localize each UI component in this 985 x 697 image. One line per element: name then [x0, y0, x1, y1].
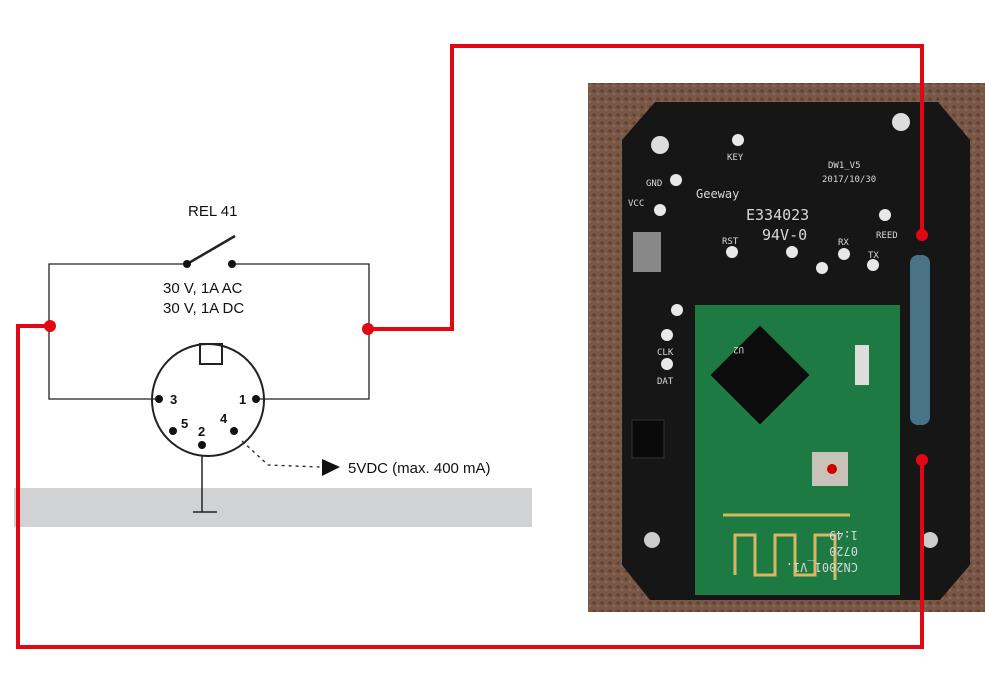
junction-left — [44, 320, 56, 332]
relay-label: REL 41 — [188, 203, 237, 220]
pin-5 — [169, 427, 177, 435]
wire-left — [16, 324, 924, 649]
pcb-photo: KEY GND VCC Geeway DW1_V5 2017/10/30 E33… — [588, 83, 985, 612]
pin-label-2: 2 — [198, 424, 205, 439]
switch-contact — [183, 260, 191, 268]
silk-clk: CLK — [657, 348, 674, 358]
silk-gnd: GND — [646, 179, 662, 189]
reed-contact-top — [916, 229, 928, 241]
silk-rating: 94V-0 — [762, 226, 807, 244]
silk-dat: DAT — [657, 377, 674, 387]
supply-label: 5VDC (max. 400 mA) — [348, 460, 491, 477]
pin-4 — [230, 427, 238, 435]
red-wires — [16, 44, 924, 649]
pin-label-3: 3 — [170, 392, 177, 407]
silk-u2: U2 — [733, 344, 744, 354]
ground-lead — [193, 455, 217, 513]
silk-module: CN2001_V1. — [786, 560, 858, 574]
silk-code1: 0720 — [829, 544, 858, 558]
pin-2 — [198, 441, 206, 449]
silk-tx: TX — [868, 251, 879, 261]
junction-right — [362, 323, 374, 335]
pin-1 — [252, 395, 260, 403]
din-connector — [151, 343, 265, 457]
pin-label-5: 5 — [181, 416, 188, 431]
silk-date: 2017/10/30 — [822, 175, 876, 185]
reed-contact-bottom — [916, 454, 928, 466]
silk-cert: E334023 — [746, 206, 809, 224]
switch-lever — [186, 234, 236, 266]
pin-label-1: 1 — [239, 392, 246, 407]
rating-dc: 30 V, 1A DC — [163, 300, 244, 317]
silk-key: KEY — [727, 153, 744, 163]
switch-contact — [228, 260, 236, 268]
rating-ac: 30 V, 1A AC — [163, 280, 243, 297]
silk-rx: RX — [838, 238, 849, 248]
silk-model: DW1_V5 — [828, 161, 861, 171]
silk-code2: 1:49 — [829, 528, 858, 542]
silk-vcc: VCC — [628, 199, 644, 209]
silk-rst: RST — [722, 237, 739, 247]
ground-band — [14, 488, 532, 527]
pin-3 — [155, 395, 163, 403]
wire-right — [368, 44, 924, 331]
silk-brand: Geeway — [696, 187, 739, 201]
arrow-head — [322, 459, 340, 476]
connector-key — [199, 343, 223, 365]
silk-reed: REED — [876, 231, 898, 241]
supply-pointer — [241, 440, 321, 468]
schematic — [48, 234, 370, 513]
pin-label-4: 4 — [220, 411, 228, 426]
